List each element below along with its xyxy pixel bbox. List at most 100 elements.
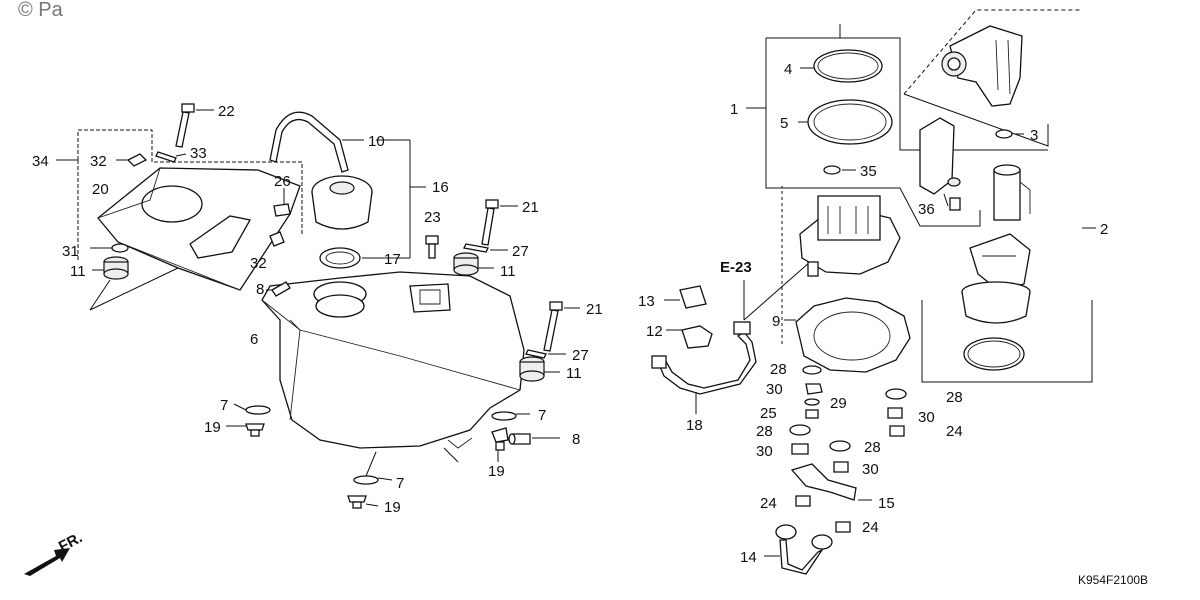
clamp-13 [664, 285, 707, 309]
callout-5: 5 [780, 115, 788, 132]
callout-17: 17 [384, 251, 401, 268]
callout-35: 35 [860, 163, 877, 180]
callout-18: 18 [686, 417, 703, 434]
washer-28-b [789, 424, 811, 436]
callout-21-lower: 21 [586, 301, 603, 318]
washer-3 [995, 129, 1024, 139]
nut-24-a [889, 425, 905, 437]
grommet-31 [90, 243, 129, 253]
pump-motor-2 [993, 164, 1096, 229]
callout-26: 26 [274, 173, 291, 190]
cushion-7-bottom [353, 451, 393, 485]
bolt-22 [175, 103, 214, 148]
callout-20: 20 [92, 181, 109, 198]
pin-19-right [491, 427, 509, 462]
pin-19-left [226, 423, 265, 437]
callout-labels: 22 10 34 32 33 20 26 16 21 23 27 31 32 1… [32, 61, 1108, 566]
watermark-text: © Pa [18, 0, 64, 21]
callout-30-c: 30 [862, 461, 879, 478]
callout-19-right: 19 [488, 463, 505, 480]
pump-flange [799, 195, 901, 277]
cushion-7-right [491, 411, 530, 421]
clamp-12 [666, 325, 713, 349]
rubber-11-lower [519, 356, 560, 382]
callout-28-c: 28 [864, 439, 881, 456]
callout-8-right: 8 [572, 431, 580, 448]
callout-36: 36 [918, 201, 935, 218]
nut-24-b [795, 495, 811, 507]
callout-15: 15 [878, 495, 895, 512]
callout-21-upper: 21 [522, 199, 539, 216]
bolt-21-upper [481, 199, 518, 246]
bolt-23 [425, 235, 439, 259]
collar-27-lower [525, 349, 566, 359]
washer-28-a [802, 365, 822, 375]
callout-11-upper: 11 [500, 263, 516, 280]
callout-34: 34 [32, 153, 49, 170]
pump-bracket [969, 233, 1031, 291]
washer-28-d [885, 388, 907, 400]
callout-2: 2 [1100, 221, 1108, 238]
spring-33 [155, 151, 187, 163]
washer-29 [804, 398, 820, 406]
callout-10: 10 [368, 133, 385, 150]
stay-15 [790, 463, 872, 501]
cushion-7-left [233, 403, 271, 415]
nut-25 [805, 409, 819, 419]
washer-28-c [829, 440, 851, 452]
nut-30-b [791, 443, 809, 455]
breather-hose-10 [269, 111, 364, 173]
filter-36 [919, 117, 961, 211]
nut-24-c [835, 521, 851, 533]
gasket-9 [784, 297, 911, 373]
callout-13: 13 [638, 293, 655, 310]
callout-31: 31 [62, 243, 79, 260]
callout-22: 22 [218, 103, 235, 120]
callout-28-d: 28 [946, 389, 963, 406]
callout-24-c: 24 [862, 519, 879, 536]
callout-25: 25 [760, 405, 777, 422]
callout-28-b: 28 [756, 423, 773, 440]
callout-7-right: 7 [538, 407, 546, 424]
clip-32-top [116, 153, 148, 167]
callout-7-bottom: 7 [396, 475, 404, 492]
ring-5 [798, 99, 893, 145]
pump-ring [963, 337, 1025, 371]
callout-32-top: 32 [90, 153, 107, 170]
callout-11-left: 11 [70, 263, 86, 280]
callout-8-top: 8 [256, 281, 264, 298]
fuel-tank [261, 271, 525, 463]
gasket-17 [319, 247, 378, 269]
callout-14: 14 [740, 549, 757, 566]
callout-4: 4 [784, 61, 792, 78]
callout-32-lower: 32 [250, 255, 267, 272]
fuel-hose-18 [651, 321, 757, 414]
pin-19-bottom [347, 495, 379, 509]
callout-23: 23 [424, 209, 441, 226]
callout-19-bottom: 19 [384, 499, 401, 516]
section-ref-label: E-23 [720, 259, 752, 276]
callout-27-lower: 27 [572, 347, 589, 364]
spacer-8-top [266, 281, 291, 297]
oring-35 [823, 165, 856, 175]
nut-30-c [833, 461, 849, 473]
pump-cup [961, 281, 1031, 324]
bracket-2-box [921, 300, 1093, 383]
reference-code: K954F2100B [1078, 573, 1148, 587]
inset-bracket [899, 9, 1080, 227]
callout-12: 12 [646, 323, 663, 340]
front-arrow-icon [24, 548, 70, 576]
callout-19-left: 19 [204, 419, 221, 436]
oring-4 [800, 49, 883, 83]
e23-leader-diag [743, 261, 811, 321]
callout-30-a: 30 [766, 381, 783, 398]
callout-3: 3 [1030, 127, 1038, 144]
callout-16: 16 [432, 179, 449, 196]
callout-28-a: 28 [770, 361, 787, 378]
fuel-cap-16 [311, 139, 426, 259]
callout-1: 1 [730, 101, 738, 118]
callout-11-lower: 11 [566, 365, 582, 382]
bolt-21-lower [543, 301, 580, 352]
callout-30-b: 30 [756, 443, 773, 460]
